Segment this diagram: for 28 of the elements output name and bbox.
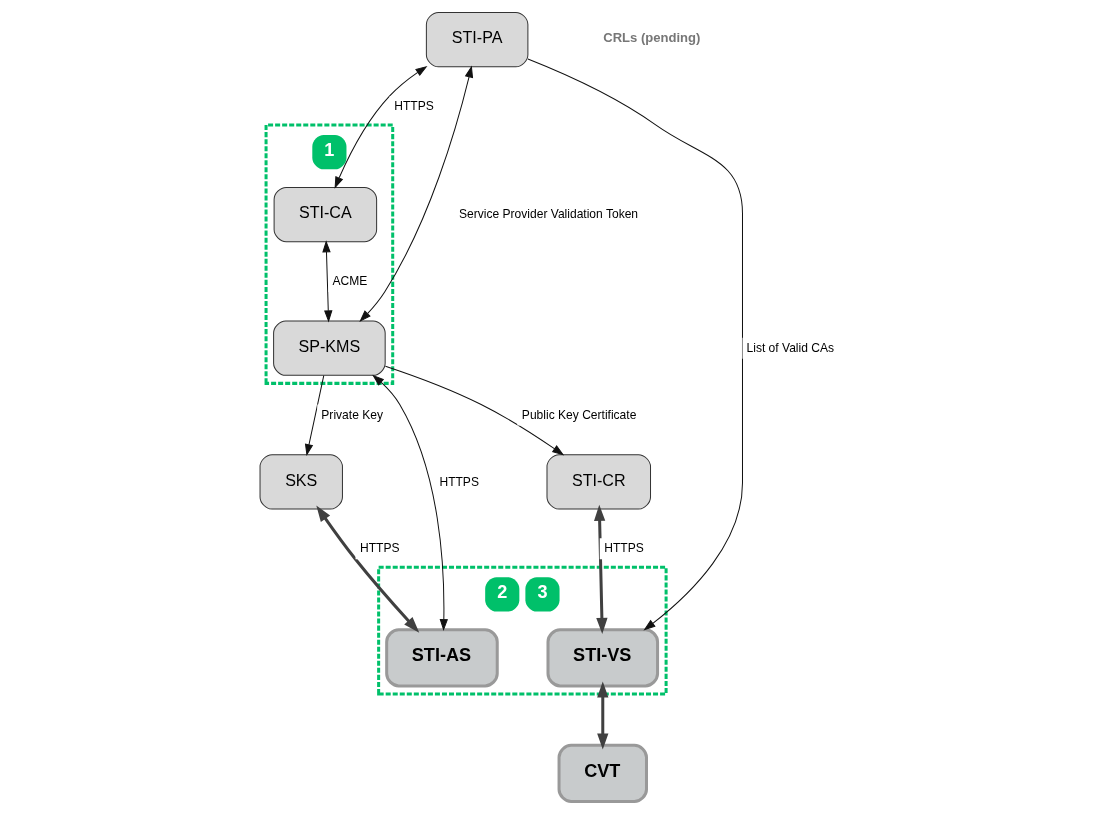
edge-label: Public Key Certificate [521,407,636,422]
edge-label: HTTPS [438,474,479,489]
arrow [593,504,608,635]
node-box: STI-PA [425,12,528,68]
arrow [596,681,608,750]
edge-label: HTTPS [393,99,434,114]
arrow [526,58,743,631]
node-box: STI-VS [546,628,659,688]
arrow [358,65,473,322]
node-box: STI-CR [546,454,651,510]
edge-label: Service Provider Validation Token [458,207,638,222]
arrow [371,374,448,632]
edge-label: HTTPS [603,541,644,556]
edge-label: HTTPS [359,541,400,556]
arrow [321,240,332,323]
node-box: SP-KMS [272,320,386,376]
arrow [304,375,324,457]
label: CRLs (pending) [602,30,700,46]
node-box: SKS [259,454,343,510]
arrow [315,505,419,633]
edge-label: List of Valid CAs [746,340,834,355]
edge-label: Private Key [320,407,383,422]
node-box: CVT [557,743,648,803]
node-box: STI-CA [273,186,377,243]
arrow [334,65,427,189]
node-box: STI-AS [384,628,499,688]
edge-label: ACME [331,273,367,288]
arrow [384,365,564,456]
